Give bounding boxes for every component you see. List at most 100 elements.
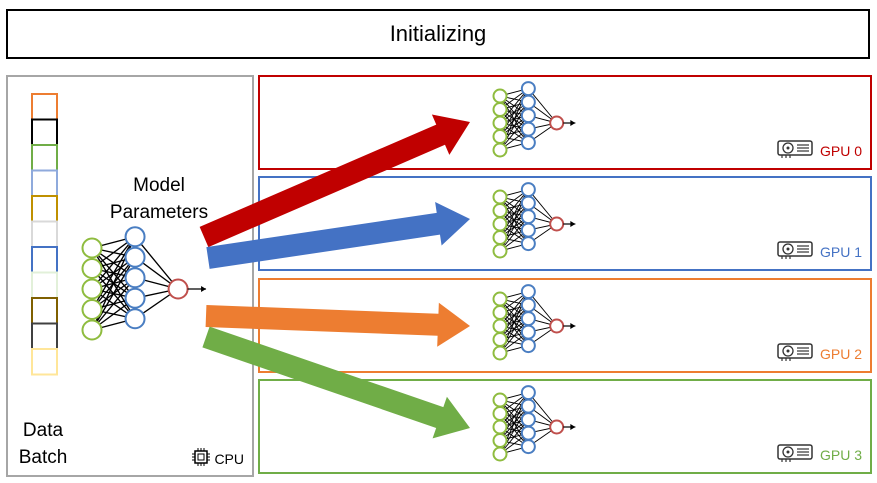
gpu-label-3: GPU 3 xyxy=(819,446,862,463)
gpu-panel-0: GPU 0 xyxy=(258,75,872,170)
output-node xyxy=(549,216,565,232)
gpu-model-network-0 xyxy=(492,81,576,158)
input-node xyxy=(492,392,508,408)
arrow-to-gpu-3 xyxy=(202,326,470,439)
gpu-card-icon xyxy=(776,342,816,365)
data-batch-item xyxy=(31,220,58,248)
gpu-model-network-2 xyxy=(492,284,576,361)
output-node xyxy=(549,419,565,435)
input-node xyxy=(81,278,103,300)
gpu-label-group-0: GPU 0 xyxy=(776,139,862,162)
hidden-node xyxy=(124,246,146,268)
input-node xyxy=(492,291,508,307)
input-node xyxy=(492,446,508,462)
hidden-node xyxy=(520,439,536,455)
gpu-panel-3: GPU 3 xyxy=(258,379,872,474)
input-node xyxy=(492,433,508,448)
input-node xyxy=(81,319,103,341)
data-batch-item xyxy=(31,118,58,146)
gpu-model-network-1 xyxy=(492,182,576,259)
data-batch-item xyxy=(31,93,58,121)
hidden-node xyxy=(124,267,146,289)
gpu-label-group-3: GPU 3 xyxy=(776,443,862,466)
gpu-model-network-3 xyxy=(492,385,576,462)
hidden-node xyxy=(520,182,536,198)
data-batch-item xyxy=(31,144,58,172)
input-node xyxy=(492,345,508,361)
arrow-to-gpu-0 xyxy=(199,114,471,248)
input-node xyxy=(492,88,508,104)
hidden-node xyxy=(520,284,536,300)
output-node xyxy=(167,278,189,300)
data-label-line2: Batch xyxy=(18,447,68,468)
input-node xyxy=(492,318,508,334)
hidden-node xyxy=(124,308,146,330)
output-arrow-head xyxy=(570,323,576,329)
hidden-node xyxy=(520,311,536,327)
cpu-panel: CPU xyxy=(6,75,254,477)
input-node xyxy=(492,102,508,117)
arrow-to-gpu-2 xyxy=(205,302,471,347)
hidden-node xyxy=(124,287,146,309)
hidden-node xyxy=(520,385,536,401)
input-node xyxy=(492,406,508,421)
output-arrow-head xyxy=(201,286,207,292)
output-arrow-head xyxy=(570,424,576,430)
hidden-node xyxy=(520,297,536,313)
cpu-label-group: CPU xyxy=(192,448,244,469)
data-batch-item xyxy=(31,195,58,223)
gpu-label-group-2: GPU 2 xyxy=(776,342,862,365)
gpu-card-icon xyxy=(776,240,816,263)
gpu-card-icon xyxy=(776,139,816,162)
model-label-line2: Parameters xyxy=(109,202,209,223)
input-node xyxy=(492,129,508,144)
hidden-node xyxy=(520,108,536,124)
input-node xyxy=(492,189,508,205)
hidden-node xyxy=(520,222,536,238)
input-node xyxy=(81,299,103,320)
data-batch-item xyxy=(31,169,58,197)
data-batch-item xyxy=(31,297,58,325)
hidden-node xyxy=(124,226,146,248)
hidden-node xyxy=(520,121,536,137)
hidden-node xyxy=(520,398,536,414)
input-node xyxy=(492,419,508,435)
hidden-node xyxy=(520,236,536,252)
hidden-node xyxy=(520,338,536,354)
input-node xyxy=(492,243,508,259)
input-node xyxy=(492,230,508,245)
input-node xyxy=(81,237,103,259)
model-label-line1: Model xyxy=(133,175,185,196)
gpu-label-group-1: GPU 1 xyxy=(776,240,862,263)
gpu-card-icon xyxy=(776,443,816,466)
data-batch-item xyxy=(31,246,58,274)
cpu-label: CPU xyxy=(214,450,244,467)
output-arrow-head xyxy=(570,120,576,126)
cpu-chip-icon xyxy=(192,448,211,469)
hidden-node xyxy=(520,425,536,441)
input-node xyxy=(492,203,508,218)
output-arrow-head xyxy=(570,221,576,227)
hidden-node xyxy=(520,209,536,225)
hidden-node xyxy=(520,195,536,211)
model-parameters-label: Model Parameters xyxy=(94,172,224,226)
data-batch-item xyxy=(31,322,58,350)
status-title: Initializing xyxy=(389,21,487,46)
data-batch-item xyxy=(31,348,58,376)
hidden-node xyxy=(520,412,536,428)
output-node xyxy=(549,115,565,131)
input-node xyxy=(492,305,508,320)
arrow-to-gpu-1 xyxy=(206,201,471,269)
input-node xyxy=(81,258,103,279)
data-batch-label: Data Batch xyxy=(8,417,78,471)
gpu-label-1: GPU 1 xyxy=(819,243,862,260)
gpu-label-2: GPU 2 xyxy=(819,345,862,362)
hidden-node xyxy=(520,81,536,97)
data-label-line1: Data xyxy=(22,420,64,441)
data-batch-item xyxy=(31,271,58,299)
hidden-node xyxy=(520,324,536,340)
hidden-node xyxy=(520,135,536,151)
input-node xyxy=(492,332,508,347)
gpu-label-0: GPU 0 xyxy=(819,142,862,159)
input-node xyxy=(492,216,508,232)
